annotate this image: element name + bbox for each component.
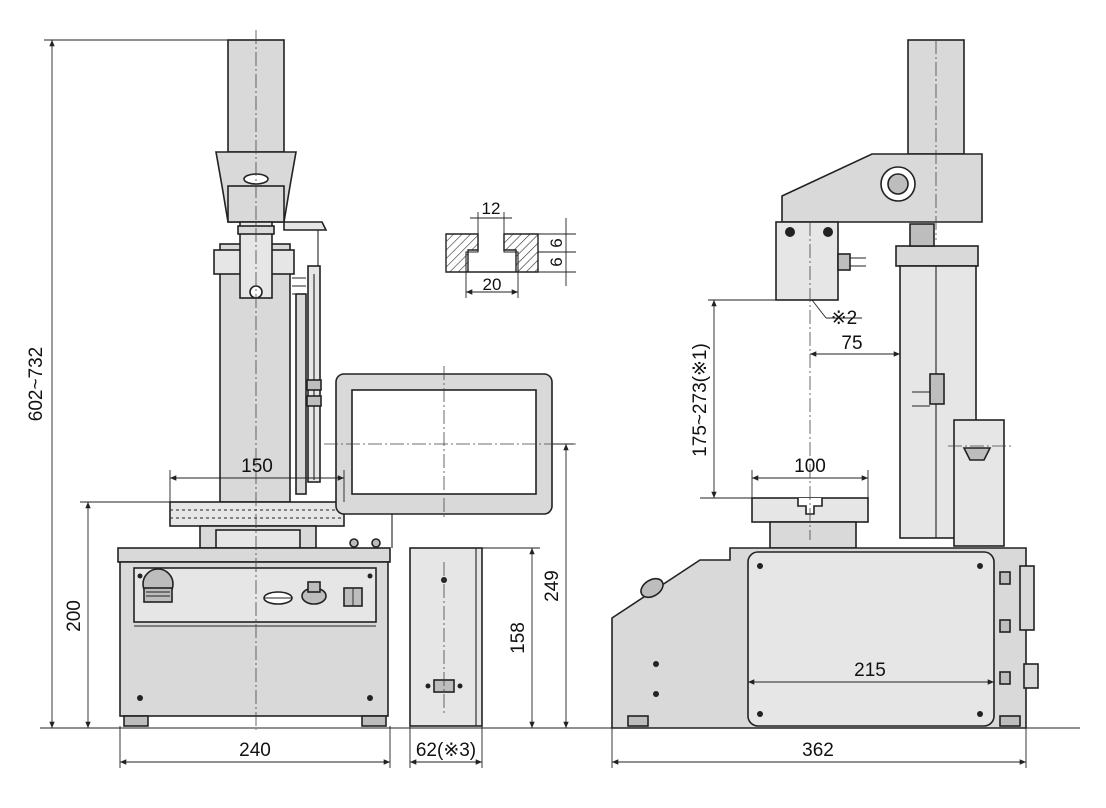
side-view: [611, 39, 1039, 729]
dimension-lines: [40, 39, 1080, 768]
dim-work-table-width: 150: [241, 456, 273, 477]
dim-total-height: 602~732: [26, 347, 47, 422]
dim-side-table-width: 100: [794, 456, 826, 477]
dim-throat-depth: 75: [841, 333, 862, 354]
dim-controller-width: 62(※3): [416, 740, 476, 761]
dim-controller-height: 158: [508, 622, 529, 654]
dim-stroke-range: 175~273(※1): [690, 343, 711, 457]
dim-slot-depth-2: 6: [547, 257, 566, 266]
dim-base-width-front: 240: [239, 740, 271, 761]
dim-side-panel-width: 215: [854, 660, 886, 681]
dim-base-depth: 362: [802, 740, 834, 761]
dim-table-height: 200: [64, 600, 85, 632]
dim-slot-width-top: 12: [482, 199, 501, 218]
dim-slot-depth: 6: [547, 238, 566, 247]
slot-detail: [445, 233, 539, 273]
dim-display-height: 249: [542, 570, 563, 602]
dim-slot-width-bottom: 20: [483, 275, 502, 294]
dimension-labels: 602~732 150 200 240 62(※3) 158 249 12 20…: [26, 199, 886, 761]
front-view: [117, 30, 576, 730]
note-head: ※2: [831, 308, 858, 329]
